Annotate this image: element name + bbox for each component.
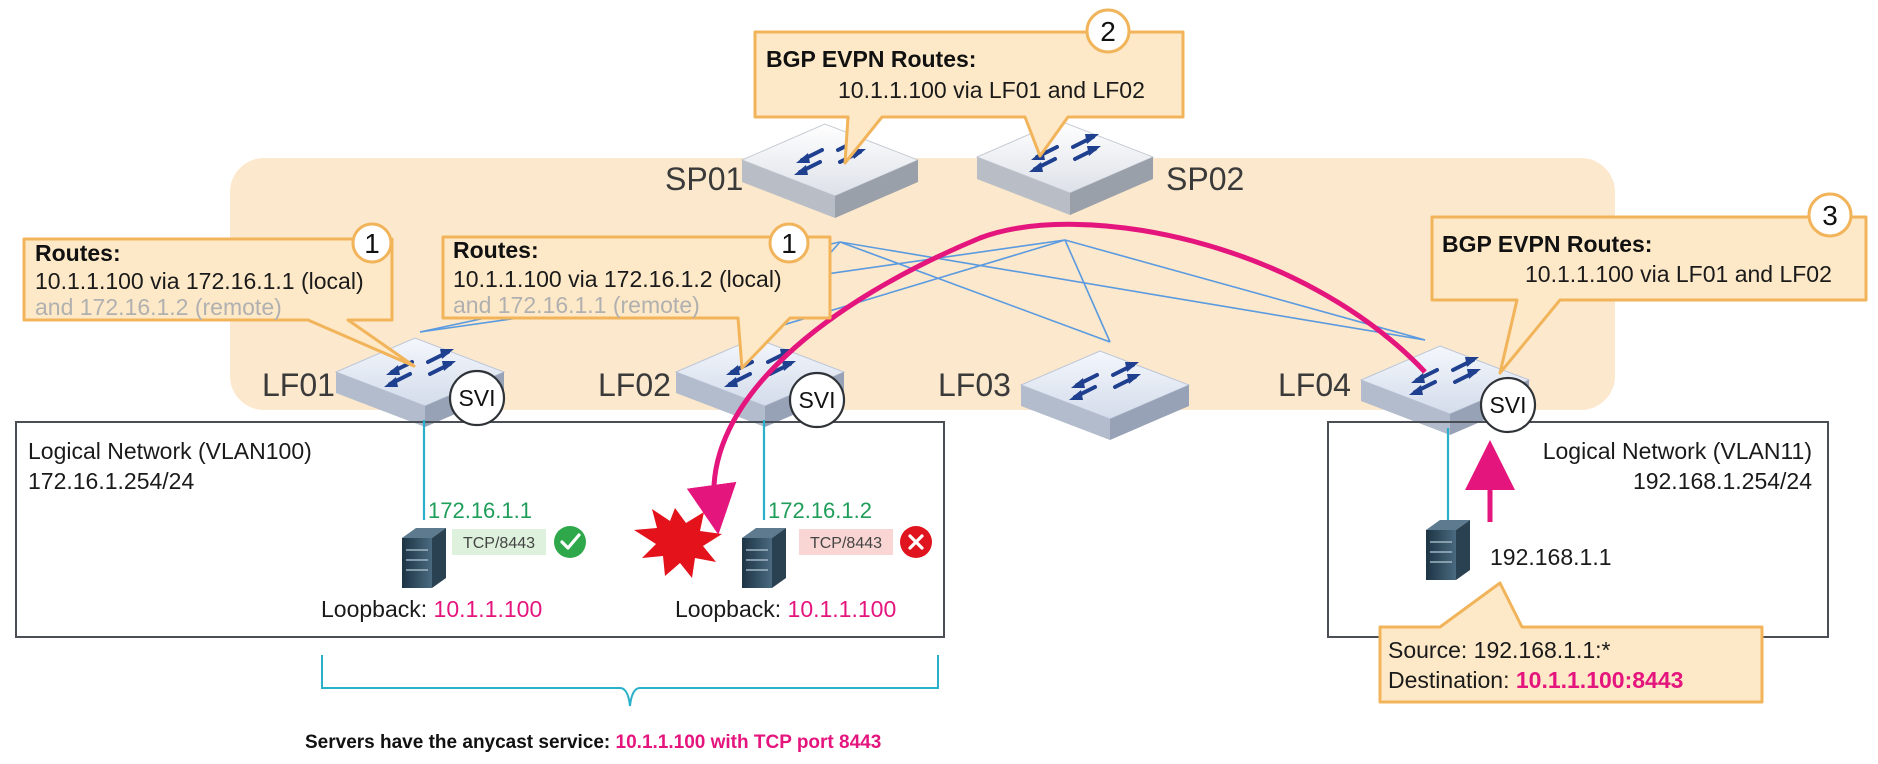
switch-sp02[interactable] [975,120,1155,215]
callout-lf04-badge [1807,192,1853,238]
server-2-tcp-tag: TCP/8443 [810,535,882,552]
callout-lf04-line1: 10.1.1.100 via LF01 and LF02 [1525,261,1832,287]
server-2-loopback: Loopback: 10.1.1.100 [675,596,896,622]
error-x-icon [900,526,932,558]
servers-brace [321,655,939,707]
client-server[interactable] [1426,520,1470,580]
server-2-ip: 172.16.1.2 [768,498,872,523]
network-right-subnet: 192.168.1.254/24 [1633,468,1812,494]
svi-lf02-label: SVI [798,387,835,413]
callout-spine-title: BGP EVPN Routes: [766,46,976,72]
callout-lf01-line2: and 172.16.1.2 (remote) [35,294,282,320]
spine-label-sp02: SP02 [1166,161,1244,197]
server-1-loopback-ip: 10.1.1.100 [434,596,543,622]
callout-lf02-badge [768,222,810,264]
callout-lf01-number: 1 [364,228,380,259]
network-left-name: Logical Network (VLAN100) [28,438,312,464]
network-right-name: Logical Network (VLAN11) [1543,438,1812,464]
svi-lf04-label: SVI [1489,392,1526,418]
callout-lf01-badge [351,222,393,264]
callout-flow-destination: Destination: 10.1.1.100:8443 [1388,667,1683,693]
callout-lf04-title: BGP EVPN Routes: [1442,231,1652,257]
callout-flow-source-value: 192.168.1.1:* [1474,637,1611,663]
switch-sp01[interactable] [740,123,920,218]
callout-spine [753,30,1185,165]
callout-spine-badge [1085,8,1131,54]
explosion-burst-icon [634,508,722,578]
callout-lf01 [22,237,416,368]
callout-flow-dest-value: 10.1.1.100:8443 [1516,667,1684,693]
callout-lf02-title: Routes: [453,237,539,263]
callout-flow [1378,581,1764,704]
server-2-tcp-tag-bg [799,529,893,555]
callout-lf02-line2: and 172.16.1.1 (remote) [453,292,700,318]
callout-lf04-number: 3 [1822,200,1838,231]
footer-caption-text: Servers have the anycast service: [305,732,616,753]
callout-spine-line1: 10.1.1.100 via LF01 and LF02 [838,77,1145,103]
callout-flow-source: Source: 192.168.1.1:* [1388,637,1611,663]
spine-label-sp01: SP01 [665,161,743,197]
server-1-loopback: Loopback: 10.1.1.100 [321,596,542,622]
svi-lf01-label: SVI [458,385,495,411]
callout-lf02-line1: 10.1.1.100 via 172.16.1.2 (local) [453,266,782,292]
traffic-path-arrow [686,221,1427,535]
footer-caption-highlight: 10.1.1.100 with TCP port 8443 [616,732,882,753]
check-icon [554,526,586,558]
callout-lf02 [441,235,832,370]
callout-lf04 [1430,215,1868,375]
fabric-background [230,158,1615,410]
client-ip: 192.168.1.1 [1490,544,1612,570]
footer-caption: Servers have the anycast service: 10.1.1… [305,732,881,753]
callout-lf01-line1: 10.1.1.100 via 172.16.1.1 (local) [35,268,364,294]
switch-lf03[interactable] [1019,350,1191,440]
server-1[interactable] [402,528,446,588]
leaf-label-lf02: LF02 [598,367,671,403]
server-1-tcp-tag-bg [452,529,546,555]
server-1-loopback-label: Loopback: [321,596,427,622]
callout-flow-dest-label: Destination: [1388,667,1509,693]
leaf-label-lf03: LF03 [938,367,1011,403]
callout-spine-number: 2 [1100,16,1116,47]
callout-lf01-title: Routes: [35,240,121,266]
svi-lf04[interactable]: SVI [1479,376,1537,434]
server-1-tcp-tag: TCP/8443 [463,535,535,552]
svi-lf01[interactable]: SVI [448,369,506,427]
server-2-loopback-label: Loopback: [675,596,781,622]
callout-lf02-number: 1 [781,228,797,259]
leaf-label-lf04: LF04 [1278,367,1351,403]
svi-lf02[interactable]: SVI [788,371,846,429]
callout-flow-source-label: Source: [1388,637,1467,663]
server-2-loopback-ip: 10.1.1.100 [788,596,897,622]
leaf-label-lf01: LF01 [262,367,335,403]
server-1-ip: 172.16.1.1 [428,498,532,523]
network-left-subnet: 172.16.1.254/24 [28,468,194,494]
host-links [422,420,1450,520]
server-2[interactable] [742,528,786,588]
